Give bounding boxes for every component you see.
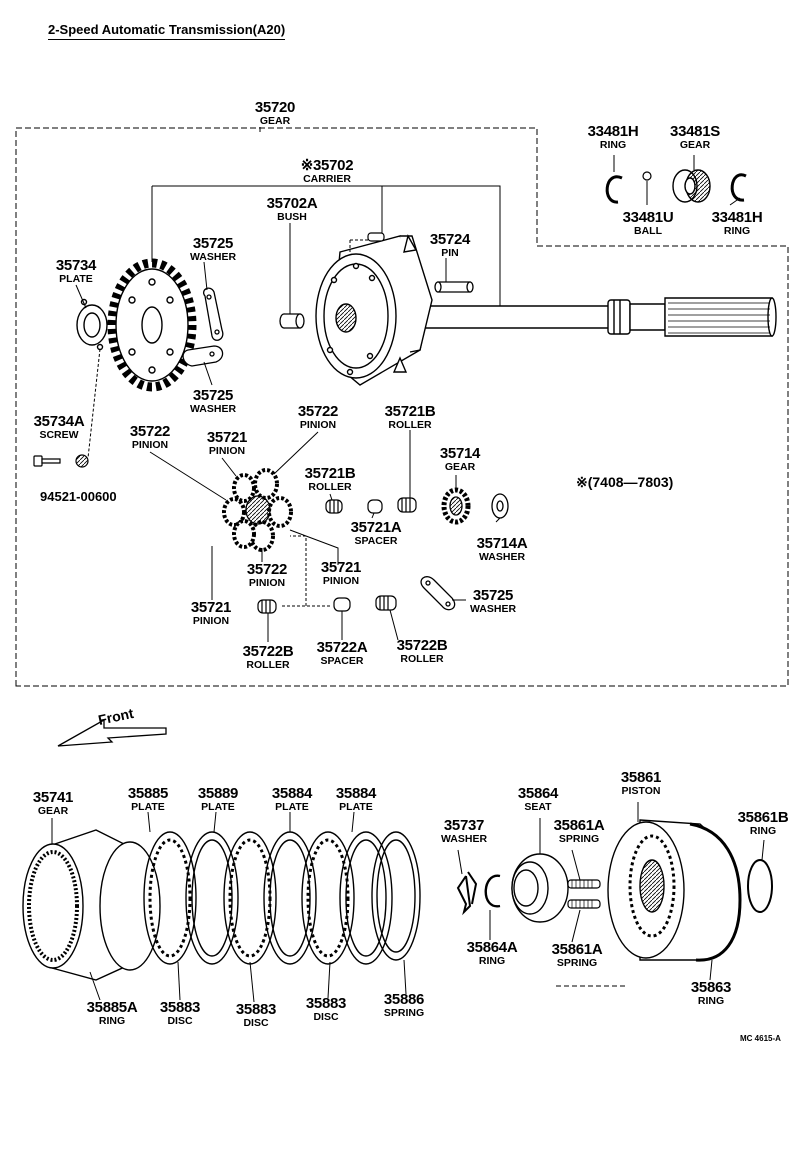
piston-leaders — [457, 802, 765, 981]
snap-ring-right — [730, 173, 747, 202]
carrier-plug — [367, 232, 385, 242]
pinion-cluster — [222, 468, 293, 552]
clutch-plates — [143, 831, 421, 965]
thrust-washer-lower — [182, 345, 224, 367]
toothed-plate — [107, 258, 197, 392]
roller-set-bottom — [257, 595, 397, 614]
bush-part — [279, 313, 305, 329]
snap-ring-left — [605, 175, 623, 204]
clutch-leaders — [51, 811, 407, 1003]
roller-set-top — [325, 497, 417, 514]
thrust-washer-upper — [203, 287, 224, 341]
parking-gear — [672, 169, 711, 203]
clutch-washer — [456, 871, 478, 916]
carrier-drum — [315, 234, 433, 386]
part-number-94521: 94521-00600 — [40, 489, 117, 504]
check-ball — [642, 171, 652, 181]
ring-gear-drum — [22, 829, 161, 981]
piston-o-ring — [747, 859, 773, 913]
leader-lines-upper — [75, 127, 741, 642]
pin-part — [434, 281, 474, 293]
screw-part — [33, 455, 61, 467]
output-shaft — [419, 297, 777, 337]
figure-id: MC 4615-A — [740, 1034, 781, 1043]
spring-seat — [511, 853, 569, 923]
clutch-snap-ring — [484, 874, 501, 908]
return-springs — [567, 879, 601, 909]
diagram-title: 2-Speed Automatic Transmission(A20) — [48, 22, 286, 40]
gear-group-frame — [15, 127, 789, 687]
clutch-piston — [607, 819, 742, 962]
thrust-washer-right — [420, 576, 456, 611]
front-arrow-graphic — [57, 718, 167, 747]
lock-plate — [76, 298, 108, 351]
gear-washer — [491, 493, 509, 519]
nut-part — [75, 454, 89, 468]
small-gear — [441, 487, 471, 525]
serial-range-note: ※(7408—7803) — [576, 474, 674, 490]
